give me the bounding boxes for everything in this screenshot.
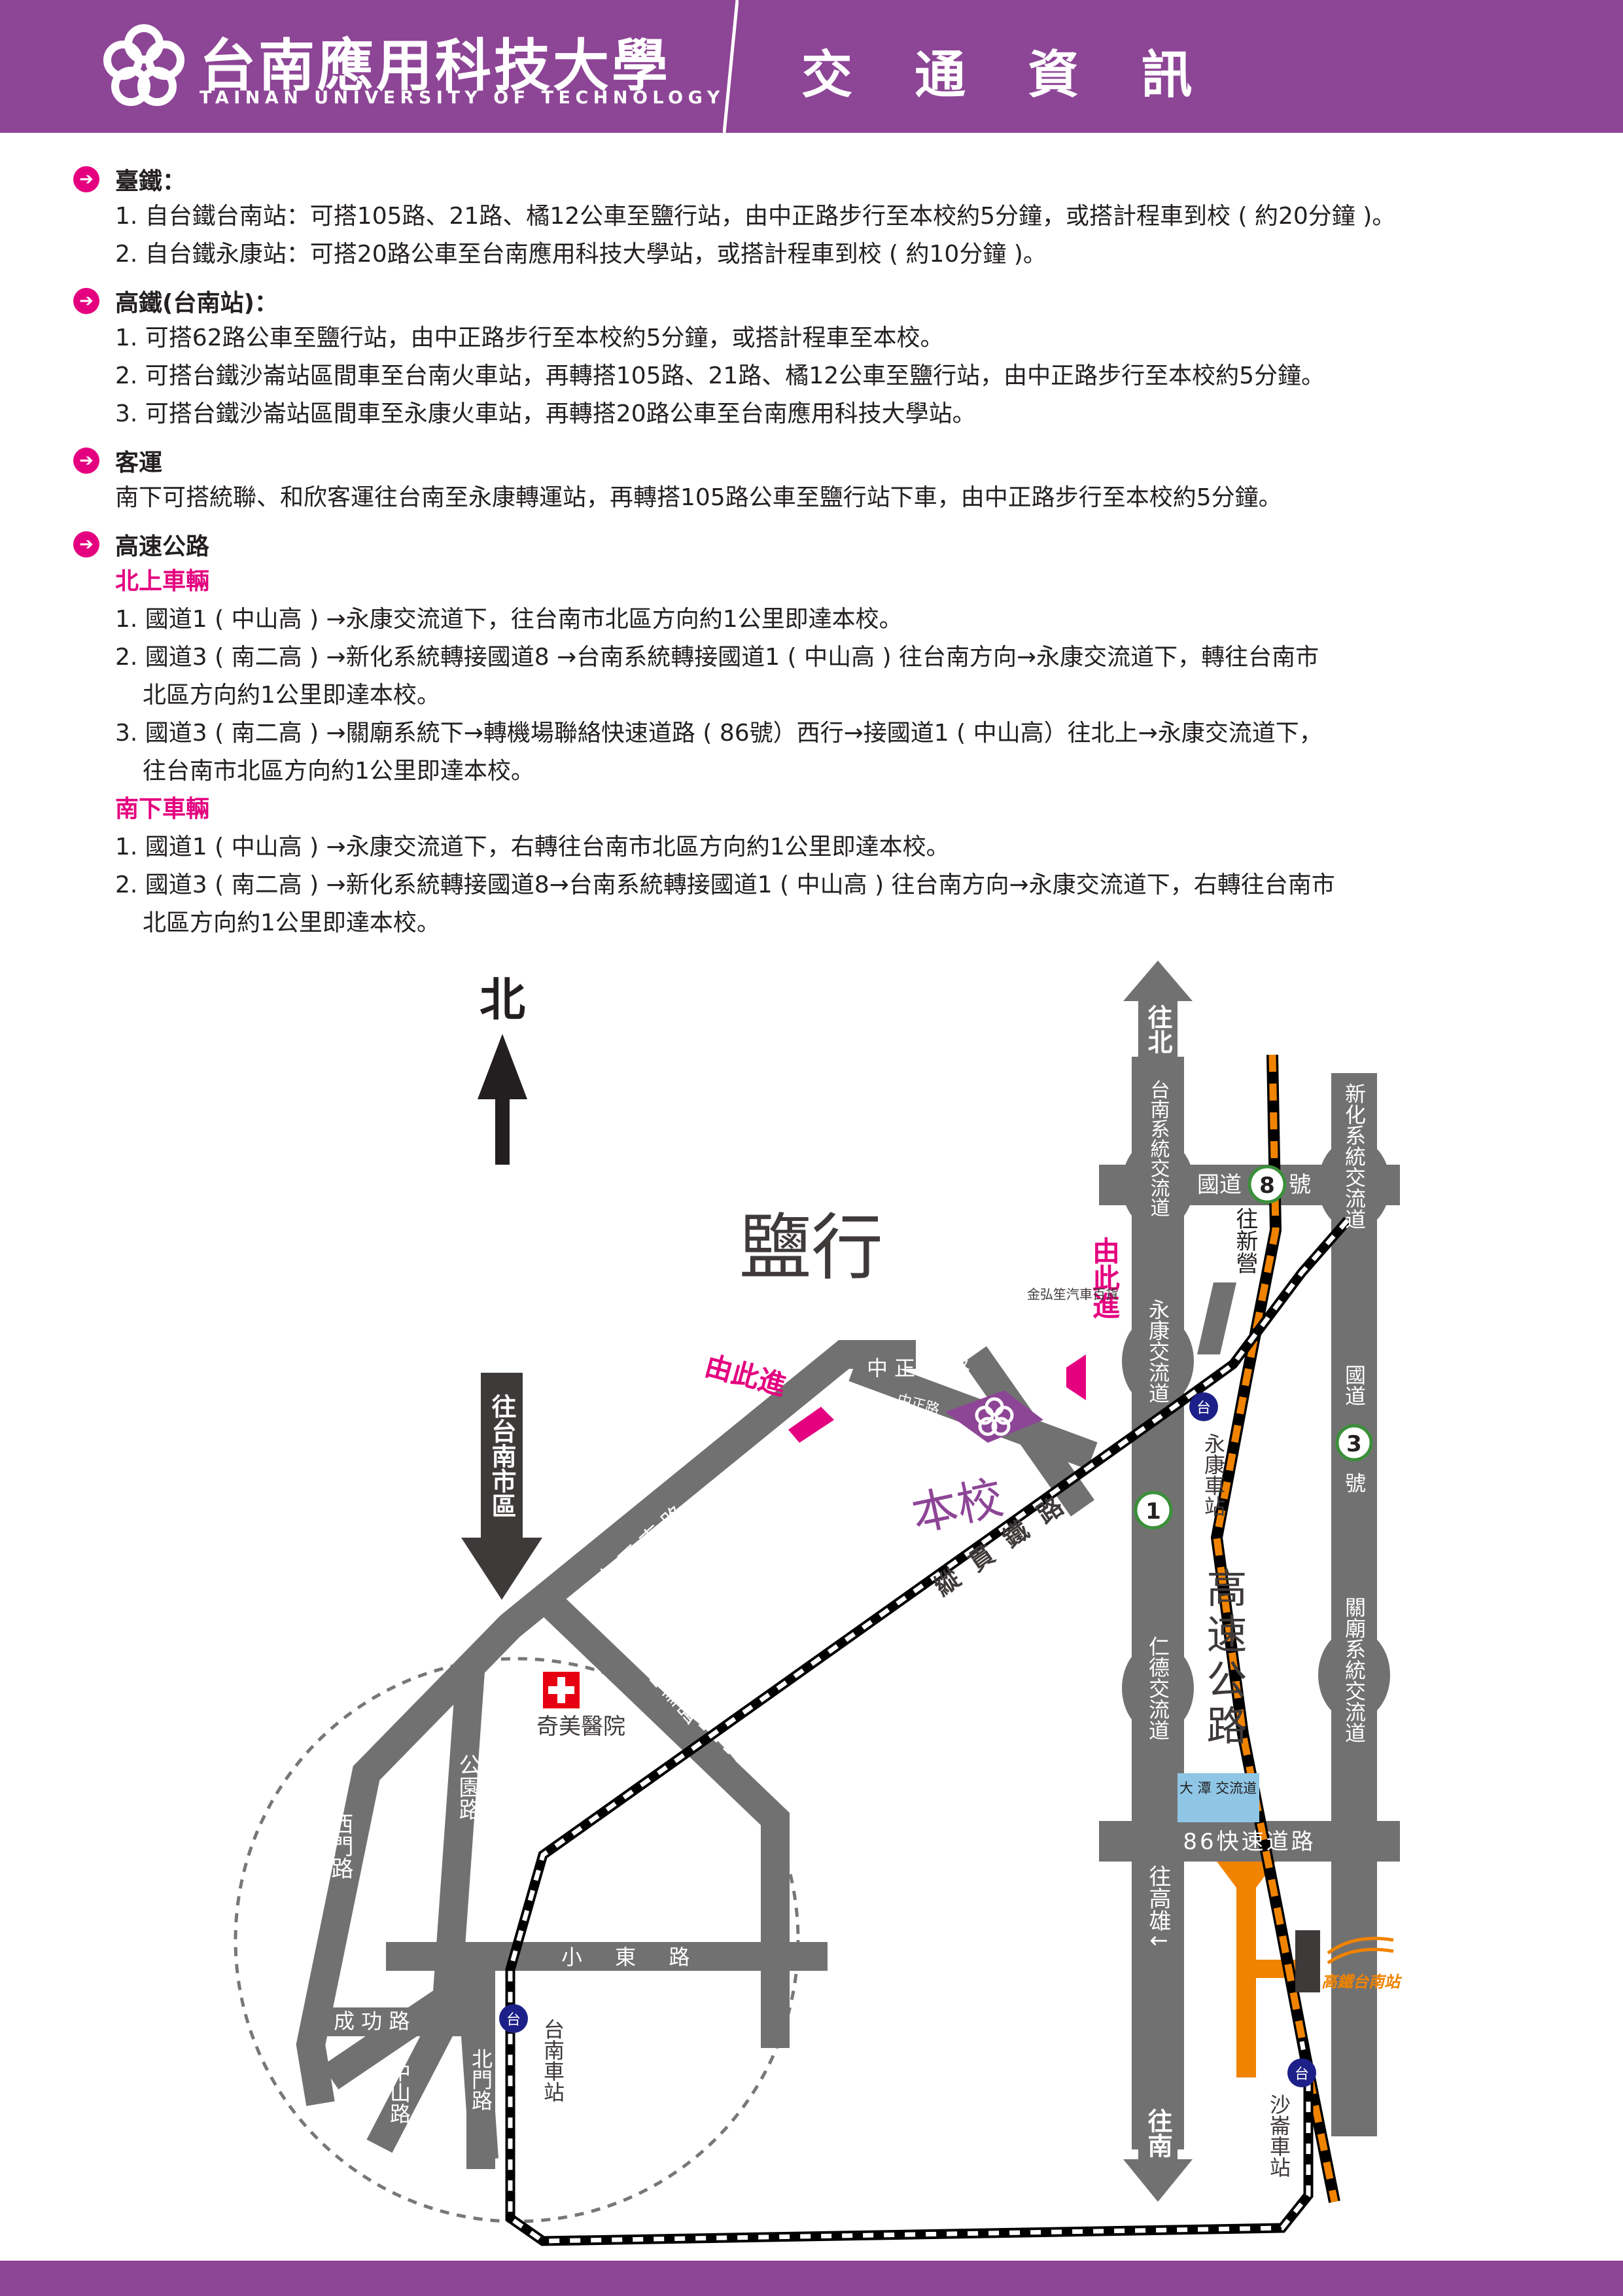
nat3-number: 3 bbox=[1346, 1431, 1362, 1457]
district-label: 鹽行 bbox=[739, 1206, 883, 1290]
yongkang-station-label: 永康車站 bbox=[1201, 1433, 1226, 1517]
yongkang-ic-label: 永康交流道 bbox=[1145, 1299, 1170, 1404]
hsr-spur bbox=[1217, 1862, 1305, 2077]
road-label-xiaodong: 小 東 路 bbox=[561, 1945, 703, 1969]
enter-here-label-right: 由此進 bbox=[1089, 1237, 1121, 1319]
dawan-ic-box bbox=[1178, 1773, 1259, 1822]
hospital-label: 奇美醫院 bbox=[536, 1714, 625, 1740]
info-line: 2. 國道3 ( 南二高 ) →新化系統轉接國道8 →台南系統轉接國道1 ( 中… bbox=[115, 644, 1319, 671]
guanmiao-jct-label: 關廟系統交流道 bbox=[1342, 1597, 1367, 1743]
north-arrow-icon bbox=[478, 1034, 527, 1165]
info-line: 2. 國道3 ( 南二高 ) →新化系統轉接國道8→台南系統轉接國道1 ( 中山… bbox=[115, 872, 1335, 898]
section-rail: ➔ 臺鐵： 1. 自台鐵台南站：可搭105路、21路、橘12公車至鹽行站，由中正路… bbox=[73, 161, 1578, 274]
dawan-ic-label: 大 潭 交流道 bbox=[1179, 1780, 1257, 1796]
school-logo-icon bbox=[103, 24, 184, 106]
tainan-station-label: 台南車站 bbox=[540, 2019, 565, 2102]
road-label-chenggong: 成 功 路 bbox=[334, 2009, 410, 2034]
road-label-zhengnan5: 正南五街 bbox=[843, 1434, 902, 1465]
info-line: 2. 可搭台鐵沙崙站區間車至台南火車站，再轉搭105路、21路、橘12公車至鹽行… bbox=[115, 362, 1325, 389]
campus-marker bbox=[945, 1390, 1043, 1443]
road-label-gongyuan: 公園路 bbox=[455, 1754, 481, 1820]
svg-text:台: 台 bbox=[506, 2012, 521, 2028]
nat1-shield-icon bbox=[1134, 1491, 1173, 1530]
entrance-marker-icon bbox=[788, 1354, 1086, 1443]
arrow-right-icon: ➔ bbox=[73, 448, 99, 474]
highway-label: 高速公路 bbox=[1200, 1567, 1248, 1750]
subsection-title-south: 南下車輛 bbox=[115, 796, 210, 822]
shop-label: 金弘笙汽車百貨 bbox=[1027, 1286, 1119, 1302]
info-line: 北區方向約1公里即達本校。 bbox=[143, 682, 440, 709]
road-label-ximen: 西門路 bbox=[327, 1812, 353, 1879]
info-line: 2. 自台鐵永康站：可搭20路公車至台南應用科技大學站，或搭計程車到校 ( 約1… bbox=[115, 241, 1047, 268]
expressway-86-label: 86快速道路 bbox=[1183, 1829, 1316, 1855]
hsr-station-icon bbox=[1295, 1930, 1394, 1992]
svg-text:台: 台 bbox=[1196, 1400, 1211, 1417]
enter-here-label-left: 由此進 bbox=[701, 1349, 789, 1402]
section-title: 臺鐵： bbox=[115, 168, 186, 195]
nat8-label-b: 號 bbox=[1289, 1172, 1311, 1198]
north-label: 北 bbox=[480, 973, 525, 1027]
shalun-station-label: 沙崙車站 bbox=[1266, 2094, 1291, 2178]
section-title: 高速公路 bbox=[115, 533, 210, 560]
road-label-beimen: 北門路 bbox=[468, 2048, 493, 2111]
hospital-icon bbox=[543, 1672, 580, 1708]
xinhua-jct-label: 新化系統交流道 bbox=[1342, 1083, 1367, 1229]
road-label-zhongshan: 中山路 bbox=[387, 2061, 411, 2124]
info-line: 1. 自台鐵台南站：可搭105路、21路、橘12公車至鹽行站，由中正路步行至本校… bbox=[115, 203, 1396, 230]
page-title: 交 通 資 訊 bbox=[801, 46, 1215, 105]
school-name-zh: 台南應用科技大學 bbox=[200, 33, 671, 99]
nat3-shield-icon bbox=[1335, 1424, 1373, 1462]
section-highway: ➔ 高速公路 北上車輛 1. 國道1 ( 中山高 ) →永康交流道下，往台南市北區… bbox=[73, 526, 1578, 942]
nat3-label-b: 號 bbox=[1342, 1472, 1367, 1493]
nat8-number: 8 bbox=[1259, 1173, 1275, 1199]
section-bus: ➔ 客運 南下可搭統聯、和欣客運往台南至永康轉運站，再轉搭105路公車至鹽行站下車… bbox=[73, 442, 1578, 517]
road-label-zhongzheng-s-upper: 中正南路 bbox=[867, 1356, 977, 1381]
arrow-right-icon: ➔ bbox=[73, 288, 99, 314]
svg-text:台: 台 bbox=[1295, 2066, 1309, 2083]
nat1-number: 1 bbox=[1145, 1498, 1161, 1525]
to-north-label: 往北 bbox=[1143, 1004, 1172, 1054]
nat8-shield-icon bbox=[1248, 1165, 1287, 1204]
info-line: 往台南市北區方向約1公里即達本校。 bbox=[143, 758, 534, 785]
section-title: 客運 bbox=[115, 450, 163, 476]
city-area-circle bbox=[234, 1657, 800, 2223]
to-south-label: 往南 bbox=[1143, 2108, 1172, 2158]
location-map: 北 往台南市區 鹽行 本校 由此進 由此進 金弘笙汽車百貨 中 正 南 路 中正… bbox=[234, 961, 1403, 2246]
section-hsr: ➔ 高鐵(台南站)： 1. 可搭62路公車至鹽行站，由中正路步行至本校約5分鐘，或… bbox=[73, 283, 1578, 433]
station-icon: 台 台 台 bbox=[499, 1392, 1316, 2087]
info-line: 1. 國道1 ( 中山高 ) →永康交流道下，往台南市北區方向約1公里即達本校。 bbox=[115, 606, 903, 633]
footer-bar bbox=[0, 2261, 1623, 2296]
nat3-label-a: 國道 bbox=[1342, 1364, 1367, 1406]
railway bbox=[505, 1217, 1352, 2246]
header-divider bbox=[723, 0, 739, 133]
info-line: 1. 國道1 ( 中山高 ) →永康交流道下，右轉往台南市北區方向約1公里即達本… bbox=[115, 834, 950, 860]
to-xinying-label: 往新營 bbox=[1232, 1207, 1258, 1274]
arrow-right-icon: ➔ bbox=[73, 166, 99, 192]
highways bbox=[1099, 961, 1400, 2202]
rende-ic-label: 仁德交流道 bbox=[1145, 1636, 1170, 1740]
arrow-right-icon: ➔ bbox=[73, 531, 99, 557]
tainan-jct-label: 台南系統交流道 bbox=[1147, 1080, 1170, 1217]
info-line: 3. 國道3 ( 南二高 ) →關廟系統下→轉機場聯絡快速道路 ( 86號）西行… bbox=[115, 720, 1323, 747]
section-title: 高鐵(台南站)： bbox=[115, 290, 278, 317]
info-line: 北區方向約1公里即達本校。 bbox=[143, 910, 440, 936]
to-kaohsiung-label: 往高雄↓ bbox=[1145, 1865, 1171, 1951]
transport-info: ➔ 臺鐵： 1. 自台鐵台南站：可搭105路、21路、橘12公車至鹽行站，由中正路… bbox=[73, 161, 1578, 951]
to-city-arrow-icon bbox=[461, 1373, 542, 1600]
school-name-en: TAINAN UNIVERSITY OF TECHNOLOGY bbox=[200, 88, 725, 108]
hsr-station-label: 高鐵台南站 bbox=[1321, 1973, 1403, 1991]
info-line: 南下可搭統聯、和欣客運往台南至永康轉運站，再轉搭105路公車至鹽行站下車，由中正… bbox=[115, 484, 1282, 511]
to-tainan-label: 往台南市區 bbox=[487, 1394, 516, 1518]
info-line: 1. 可搭62路公車至鹽行站，由中正路步行至本校約5分鐘，或搭計程車至本校。 bbox=[115, 325, 944, 351]
nat8-label-a: 國道 bbox=[1197, 1172, 1242, 1198]
header-bar: 台南應用科技大學 TAINAN UNIVERSITY OF TECHNOLOGY… bbox=[0, 0, 1623, 133]
info-line: 3. 可搭台鐵沙崙站區間車至永康火車站，再轉搭20路公車至台南應用科技大學站。 bbox=[115, 400, 976, 427]
subsection-title-north: 北上車輛 bbox=[115, 568, 210, 595]
